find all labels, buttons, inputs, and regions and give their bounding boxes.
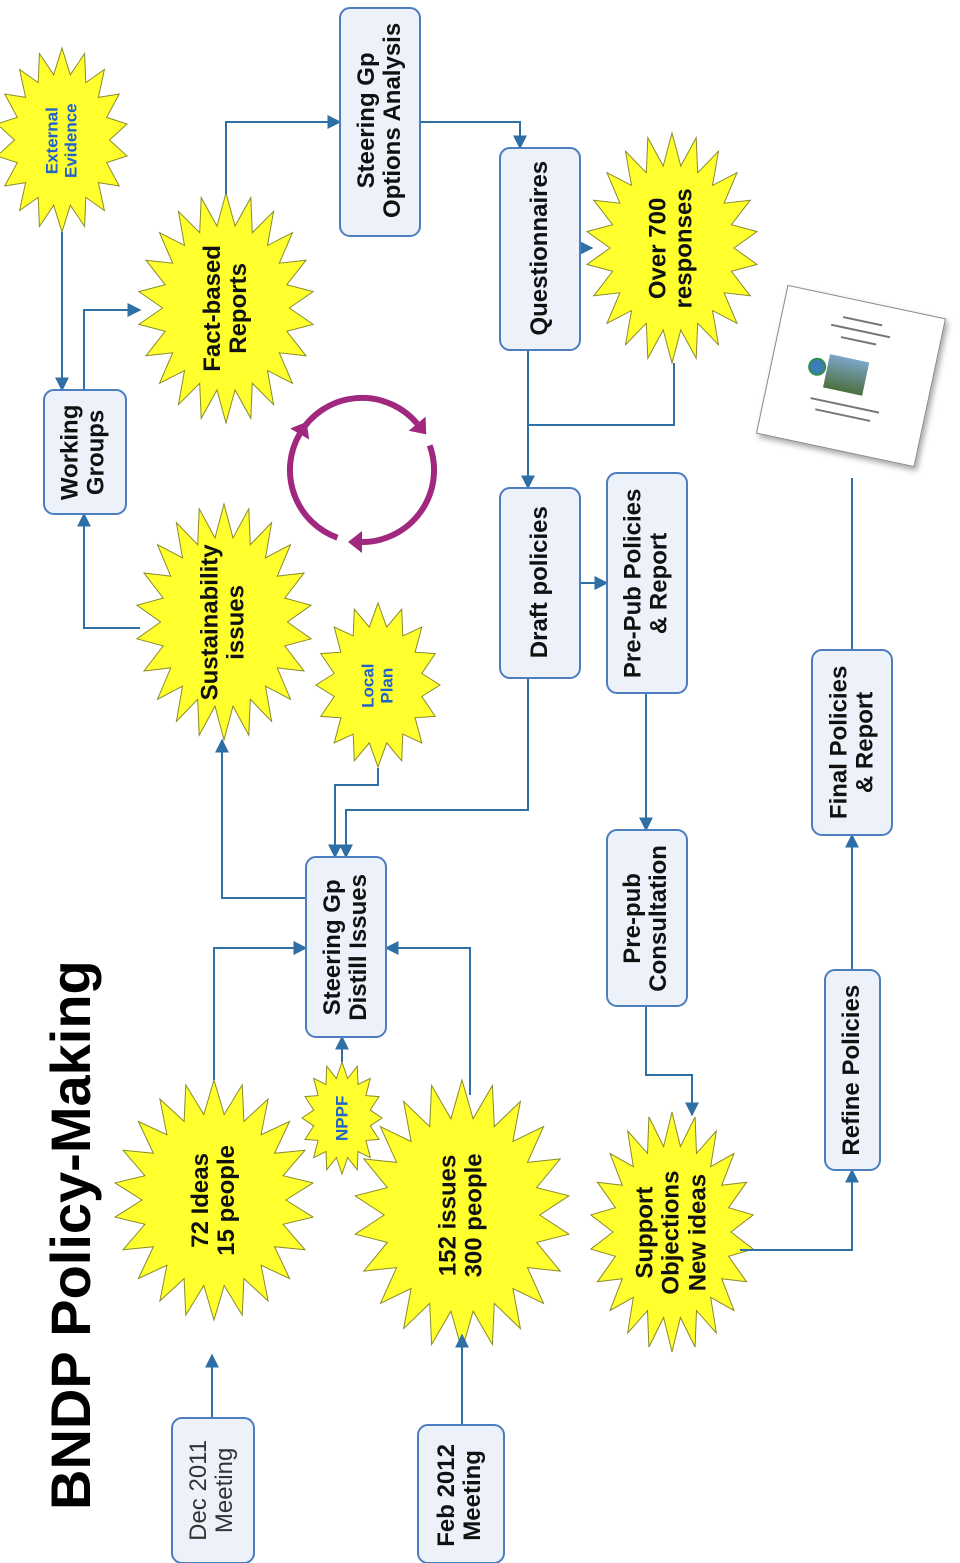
- sustainability-to-working-arrow: [77, 512, 140, 629]
- nppf-star: [301, 1060, 383, 1176]
- over-700-star: [585, 131, 759, 365]
- cycle-arc-1: [297, 394, 420, 436]
- ideas-72-star: [113, 1078, 315, 1322]
- prepub-policies-label: Pre-Pub Policies& Report: [618, 488, 673, 678]
- cycle-arrowhead-3: [290, 421, 310, 440]
- fact-reports-star: [137, 191, 315, 425]
- cycle-arc-2: [361, 444, 437, 545]
- final-policies-box: [811, 649, 893, 836]
- dec-meeting-box: [171, 1417, 255, 1563]
- cycle-arc-3: [286, 432, 339, 541]
- draft-to-distill-arrow: [339, 678, 529, 859]
- questionnaires-label: Questionnaires: [525, 160, 553, 336]
- cycle-arrowhead-1: [408, 416, 427, 435]
- issues-to-distill-arrow: [384, 941, 471, 1095]
- starbursts: [0, 46, 759, 1353]
- working-to-reports-arrow: [83, 303, 142, 390]
- support-star: [589, 1111, 755, 1353]
- ideas-to-distill-arrow: [213, 941, 308, 1080]
- nppf-label: NPPF: [331, 1095, 351, 1141]
- questionnaires-box: [499, 147, 581, 351]
- working-groups-box: [43, 389, 127, 515]
- responses-to-draft-line: [528, 363, 675, 426]
- cycle-arrows-icon: [286, 394, 437, 553]
- refine-policies-label: Refine Policies: [837, 984, 865, 1156]
- local-plan-to-distill-arrow: [328, 768, 379, 859]
- consultation-to-support-arrow: [645, 1006, 699, 1117]
- steering-options-box: [339, 7, 421, 237]
- final-policies-label: Final Policies& Report: [824, 665, 879, 819]
- options-to-questionnaires-arrow: [420, 121, 527, 150]
- steering-distill-box: [305, 856, 387, 1038]
- page-title: BNDP Policy-Making: [39, 960, 102, 1510]
- prepub-consultation-box: [606, 829, 688, 1007]
- prepub-policies-box: [606, 472, 688, 694]
- boxes: [43, 7, 893, 1563]
- refine-policies-box: [824, 969, 881, 1171]
- local-plan-star: [315, 601, 441, 769]
- cycle-arrowhead-2: [348, 531, 362, 553]
- feb-meeting-box: [417, 1424, 505, 1563]
- distill-to-sustainability-arrow: [215, 738, 306, 899]
- draft-policies-label: Draft policies: [525, 506, 553, 659]
- support-to-refine-arrow: [740, 1168, 859, 1251]
- reports-to-options-arrow: [225, 115, 342, 194]
- draft-policies-box: [499, 487, 581, 679]
- connectors: [55, 115, 859, 1425]
